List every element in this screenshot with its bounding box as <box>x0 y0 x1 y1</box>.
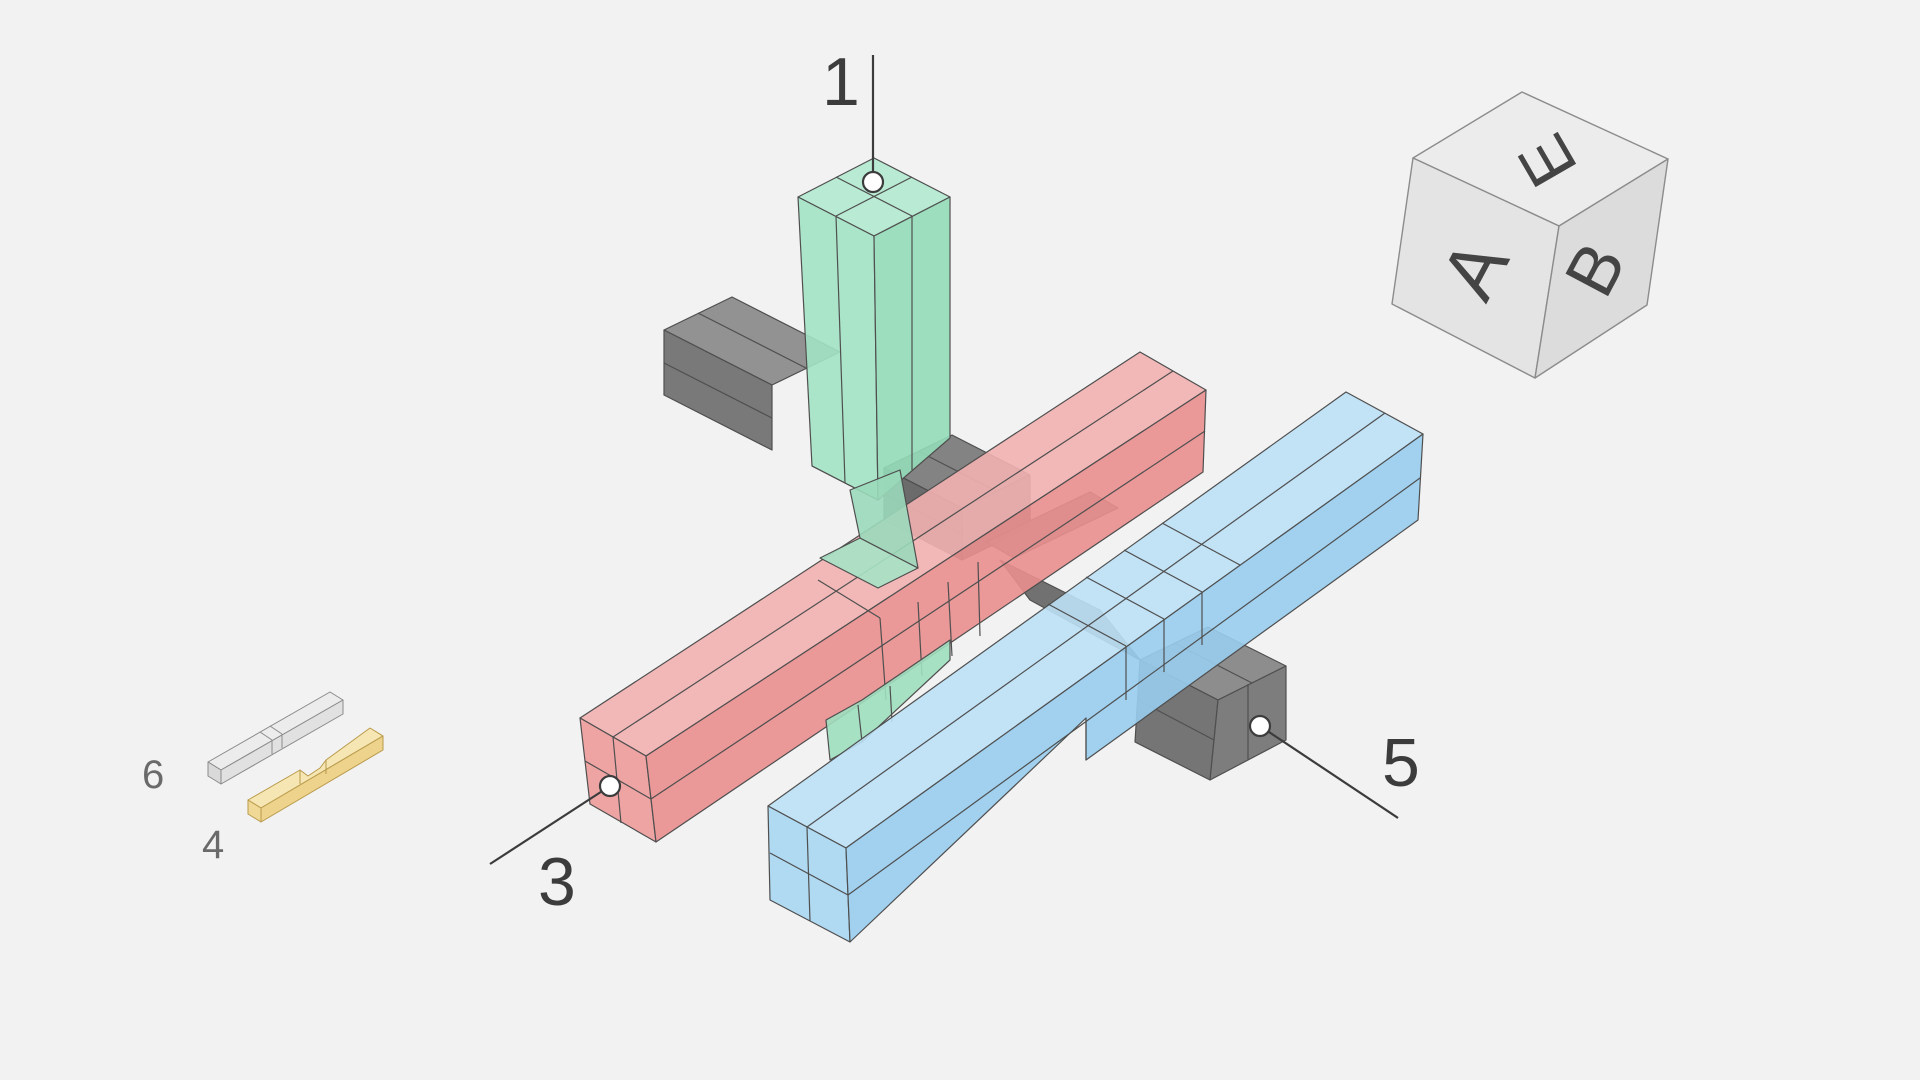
callout-3-label: 3 <box>538 844 576 920</box>
piece-5-blue[interactable] <box>767 391 1424 943</box>
callout-1-anchor[interactable] <box>861 170 885 194</box>
parts-tray[interactable]: 6 4 <box>142 691 384 867</box>
callout-1[interactable]: 1 <box>822 44 885 194</box>
view-cube-right[interactable] <box>1534 158 1669 379</box>
callout-3[interactable]: 3 <box>489 774 622 920</box>
tray-item-6-label: 6 <box>142 753 164 797</box>
tray-item-4-label: 4 <box>202 823 224 867</box>
callout-5-leader <box>1259 725 1399 819</box>
yellow-piece-icon[interactable] <box>247 727 384 823</box>
piece-1-green[interactable] <box>797 157 951 761</box>
tray-item-4[interactable]: 4 <box>202 727 384 867</box>
callout-1-label: 1 <box>822 44 860 120</box>
callout-5[interactable]: 5 <box>1248 714 1420 819</box>
tray-item-6[interactable]: 6 <box>142 691 344 797</box>
callout-5-anchor[interactable] <box>1248 714 1272 738</box>
puzzle-assembly[interactable] <box>579 157 1424 943</box>
callout-3-leader <box>489 785 611 865</box>
callout-5-label: 5 <box>1382 725 1420 801</box>
callout-3-anchor[interactable] <box>598 774 622 798</box>
view-cube[interactable]: E A B <box>1391 91 1669 379</box>
gray-piece-icon[interactable] <box>207 691 344 785</box>
